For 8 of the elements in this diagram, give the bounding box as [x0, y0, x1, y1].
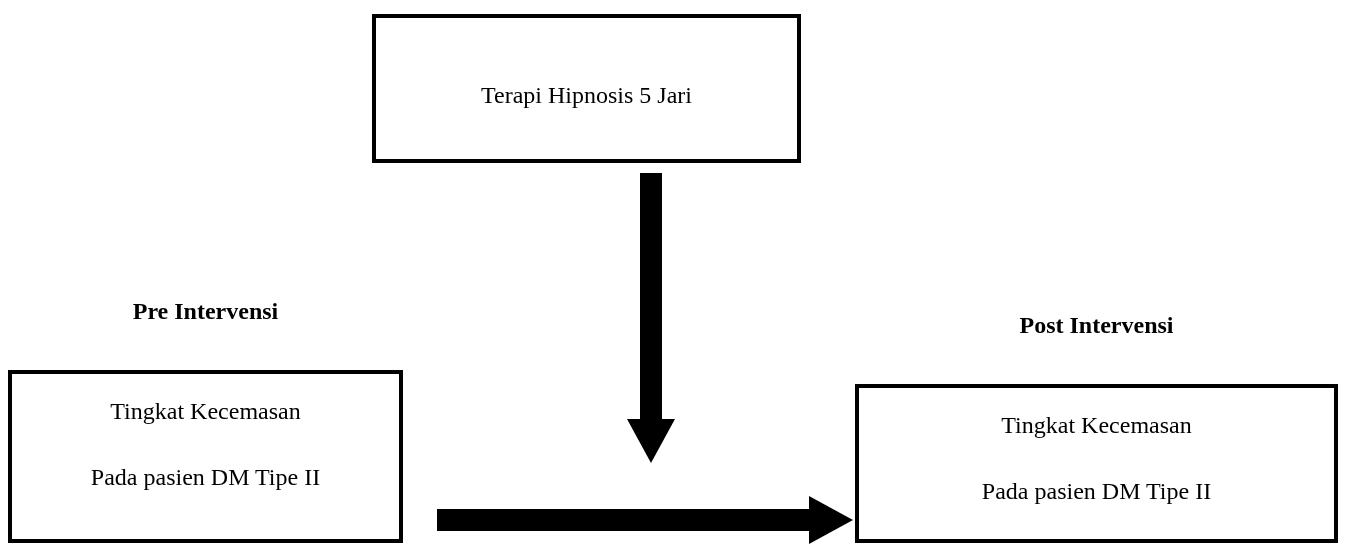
box-text: Terapi Hipnosis 5 Jari [480, 81, 693, 110]
arrow [627, 173, 675, 463]
box-text: Tingkat Kecemasan Pada pasien DM Tipe II [89, 397, 322, 492]
box-heading: Pre Intervensi [131, 298, 280, 325]
box-text: Tingkat Kecemasan Pada pasien DM Tipe II [980, 411, 1213, 506]
box-heading: Post Intervensi [1018, 312, 1175, 339]
arrow [437, 496, 853, 544]
process-box [372, 14, 801, 163]
